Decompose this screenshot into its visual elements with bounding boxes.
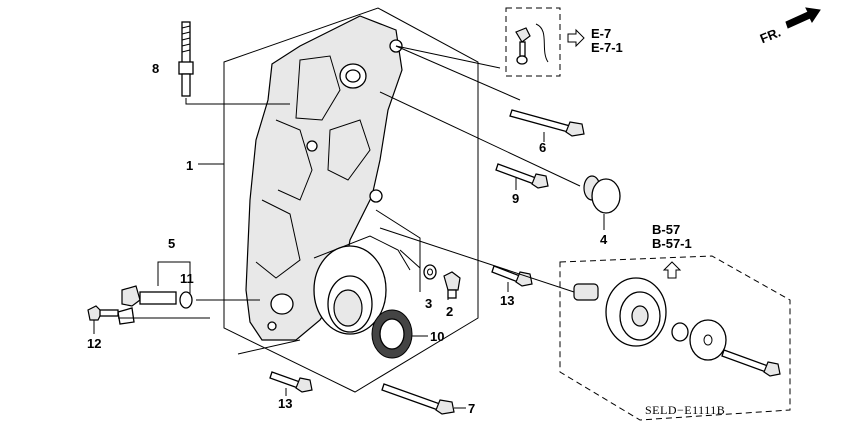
ref-b57-1[interactable]: B-57-1	[652, 236, 692, 251]
o-ring-drawing	[179, 291, 193, 309]
bolt-12-drawing	[87, 305, 119, 321]
leader-harness	[395, 45, 501, 69]
callout-3: 3	[425, 296, 432, 311]
harness-drawing	[515, 23, 549, 65]
washer-3-drawing	[423, 264, 437, 280]
leader-5-bracket	[157, 261, 191, 294]
leader-3	[375, 209, 421, 270]
callout-13-lower: 13	[278, 396, 292, 411]
sensor-drawing	[117, 285, 177, 325]
front-arrow-icon	[785, 7, 821, 29]
callout-9: 9	[512, 191, 519, 206]
leader-2	[399, 249, 421, 292]
tensioner-drawing	[573, 277, 781, 377]
ref-e7-1[interactable]: E-7-1	[591, 40, 623, 55]
ref-b57[interactable]: B-57	[652, 222, 680, 237]
callout-11: 11	[180, 271, 194, 286]
leader-bottom	[237, 339, 301, 355]
drawing-code: SELD−E1111B	[645, 403, 725, 417]
seal-10-drawing	[371, 309, 413, 359]
callout-12: 12	[87, 336, 101, 351]
bolt-6-drawing	[509, 109, 585, 137]
bolt-7-drawing	[381, 383, 455, 415]
callout-6: 6	[539, 140, 546, 155]
ref-arrow-e7	[567, 28, 585, 48]
callout-13-upper: 13	[500, 293, 514, 308]
bolt-9-drawing	[495, 163, 549, 189]
callout-4: 4	[600, 232, 608, 247]
chain-case-drawing	[245, 15, 411, 341]
harness-box	[505, 7, 561, 77]
callout-2: 2	[446, 304, 453, 319]
leader-6	[395, 45, 521, 101]
leader-4	[379, 91, 581, 187]
ref-e7[interactable]: E-7	[591, 26, 611, 41]
leader-tensioner	[379, 227, 575, 293]
stud-bolt-drawing	[178, 21, 194, 97]
tensioner-box	[559, 255, 791, 421]
ref-arrow-b57	[662, 261, 682, 279]
bolt-13a-drawing	[491, 265, 533, 287]
callout-5: 5	[168, 236, 175, 251]
cap-4-drawing	[583, 175, 621, 214]
housing-outline	[223, 7, 479, 393]
callout-7: 7	[468, 401, 475, 416]
callout-1: 1	[186, 158, 193, 173]
bolt-13b-drawing	[269, 371, 313, 393]
bolt-2-drawing	[443, 271, 461, 299]
callout-8: 8	[152, 61, 159, 76]
front-direction-label: FR.	[758, 24, 783, 46]
leader-8	[185, 98, 290, 105]
callout-10: 10	[430, 329, 444, 344]
